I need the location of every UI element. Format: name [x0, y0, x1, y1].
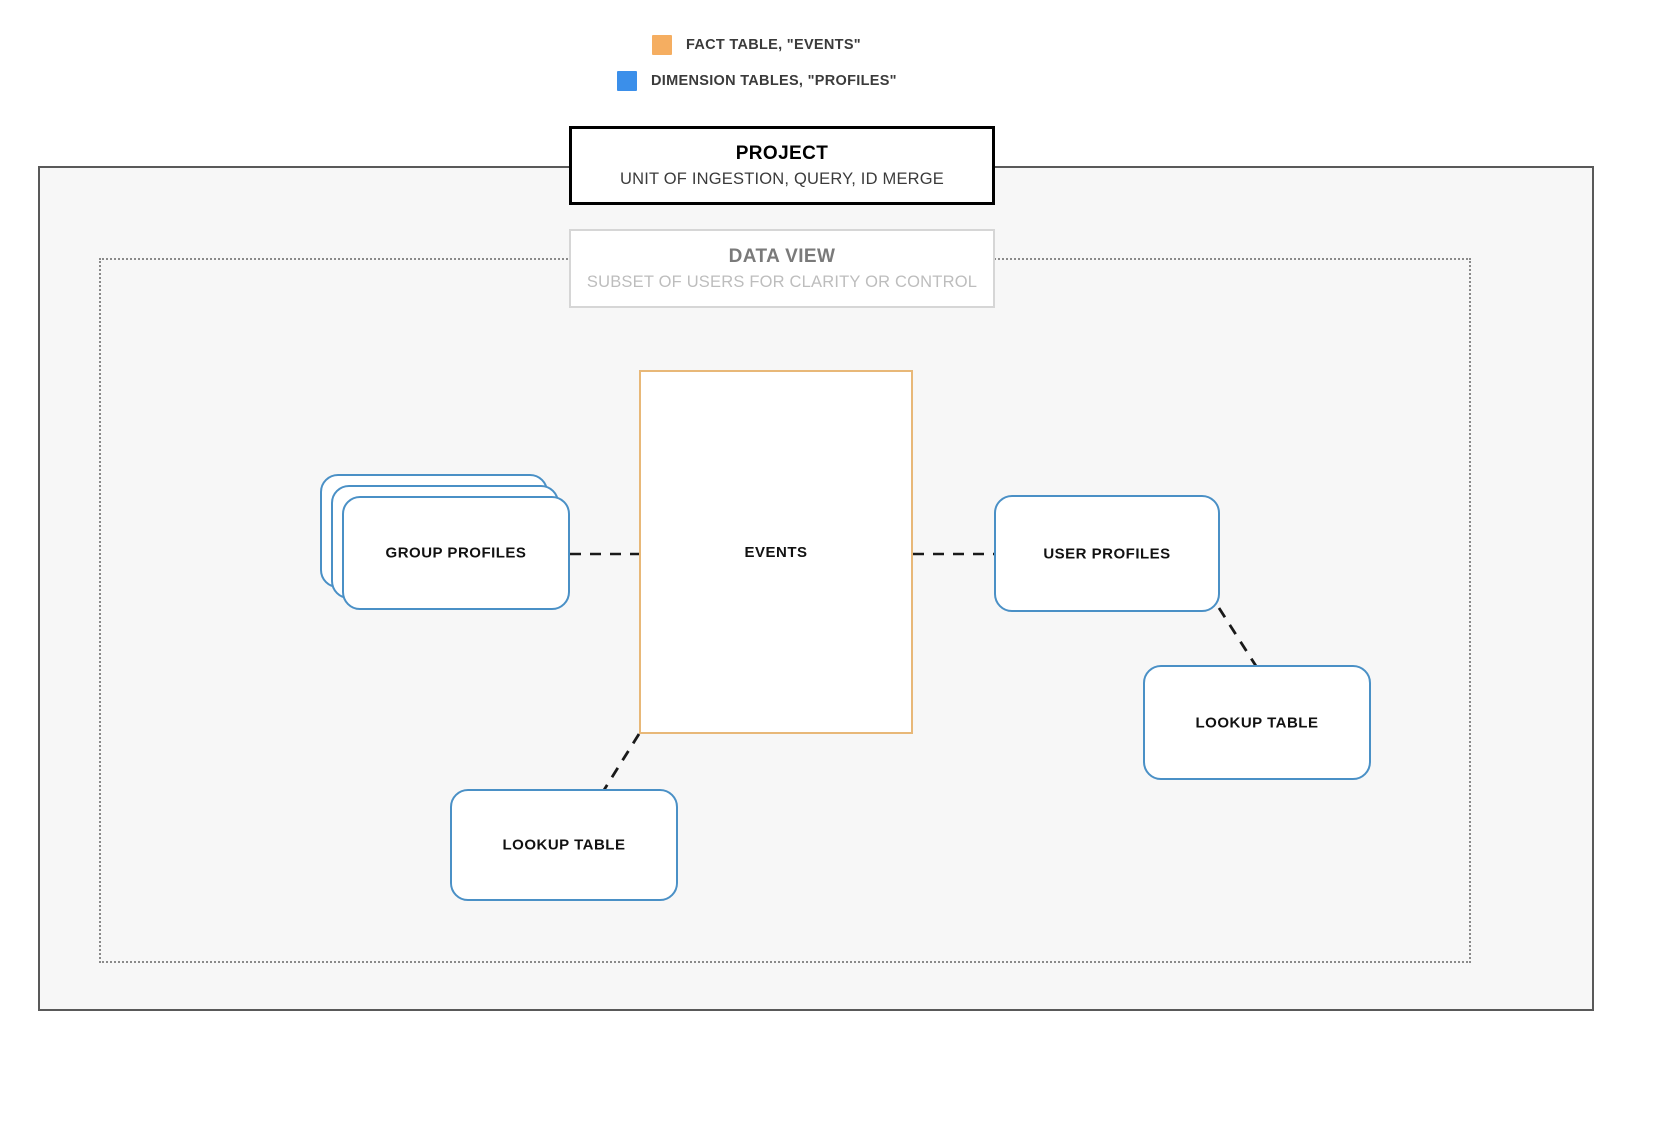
square-swatch-icon: [617, 71, 637, 91]
dataview-title: DATA VIEW: [728, 246, 836, 267]
node-group-profiles[interactable]: GROUP PROFILES: [320, 474, 570, 610]
legend-item-label: DIMENSION TABLES, "PROFILES": [651, 73, 897, 89]
project-subtitle: UNIT OF INGESTION, QUERY, ID MERGE: [619, 170, 944, 188]
legend: FACT TABLE, "EVENTS" DIMENSION TABLES, "…: [0, 30, 1664, 102]
node-user-profiles-label: USER PROFILES: [1043, 545, 1171, 562]
node-lookup-table-right-label: LOOKUP TABLE: [1195, 714, 1319, 731]
square-swatch-icon: [652, 35, 672, 55]
legend-item-dimension-tables: DIMENSION TABLES, "PROFILES": [0, 66, 1664, 96]
legend-item-label: FACT TABLE, "EVENTS": [686, 37, 861, 53]
node-group-profiles-label: GROUP PROFILES: [385, 544, 527, 562]
project-title: PROJECT: [735, 143, 829, 164]
node-lookup-table-left[interactable]: LOOKUP TABLE: [450, 789, 678, 901]
dataview-subtitle: SUBSET OF USERS FOR CLARITY OR CONTROL: [586, 273, 978, 291]
dataview-header-chip[interactable]: DATA VIEW SUBSET OF USERS FOR CLARITY OR…: [569, 229, 995, 308]
node-events[interactable]: EVENTS: [639, 370, 913, 734]
node-group-profiles-card-front[interactable]: GROUP PROFILES: [342, 496, 570, 610]
node-user-profiles[interactable]: USER PROFILES: [994, 495, 1220, 612]
node-lookup-table-left-label: LOOKUP TABLE: [502, 836, 626, 854]
node-lookup-table-right[interactable]: LOOKUP TABLE: [1143, 665, 1371, 780]
node-events-label: EVENTS: [744, 544, 808, 561]
legend-item-fact-table: FACT TABLE, "EVENTS": [0, 30, 1664, 60]
project-header-chip[interactable]: PROJECT UNIT OF INGESTION, QUERY, ID MER…: [569, 126, 995, 205]
